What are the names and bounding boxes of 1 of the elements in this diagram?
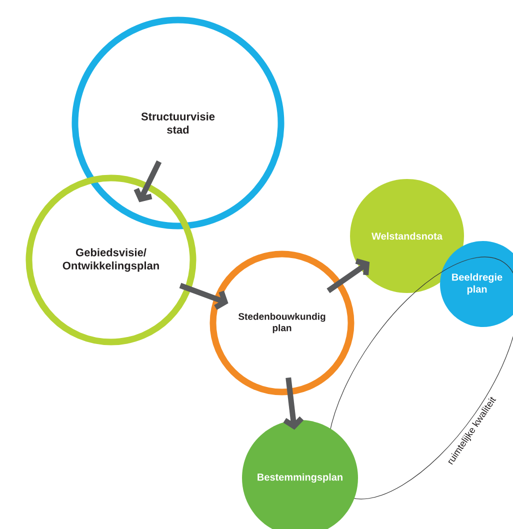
arrow <box>134 160 162 202</box>
